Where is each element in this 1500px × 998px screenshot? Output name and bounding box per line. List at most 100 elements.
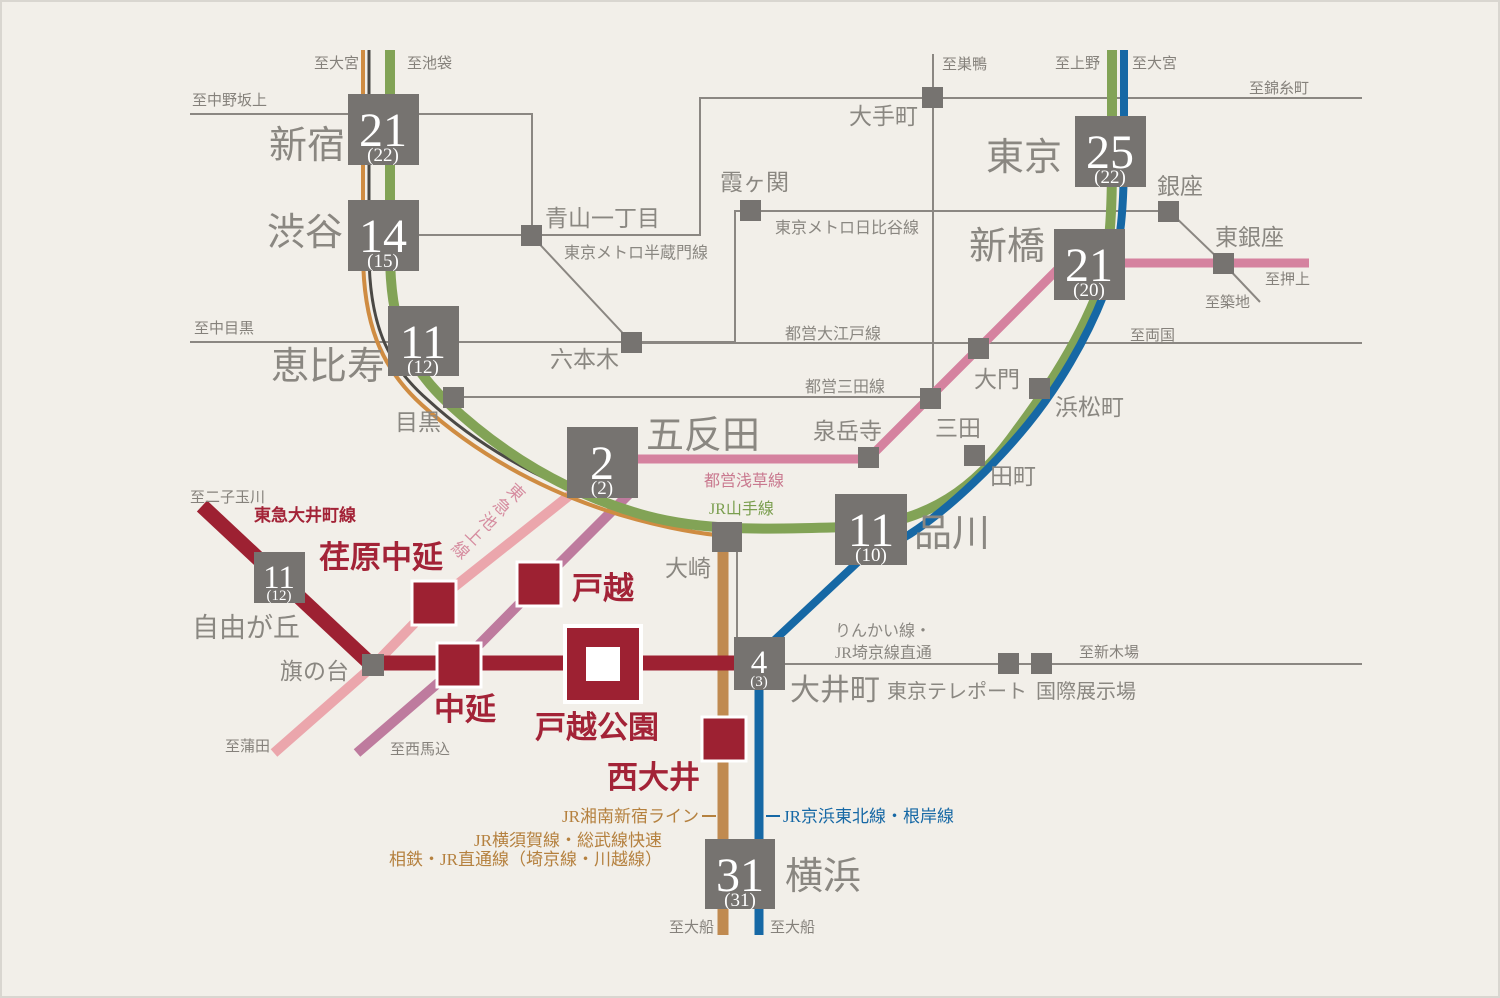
jiyugaoka-label: 自由が丘	[192, 613, 300, 643]
tamachi-square	[964, 445, 985, 466]
sotetsu-jr-label: 相鉄・JR直通線（埼京線・川越線）	[389, 850, 662, 869]
togoshi-koen-square-center	[586, 647, 620, 681]
dir-ofuna-right: 至大船	[770, 919, 815, 936]
hatanodai-label: 旗の台	[280, 659, 349, 684]
badge-shinagawa: 11 (10)	[835, 494, 907, 566]
sengakuji-label: 泉岳寺	[813, 419, 882, 444]
dir-ryogoku: 至両国	[1130, 327, 1175, 344]
dir-kamata: 至蒲田	[225, 738, 270, 755]
hibiya-line-label: 東京メトロ日比谷線	[775, 219, 919, 237]
shimbashi-minutes-alt: (20)	[1073, 280, 1105, 301]
dir-omiya-left: 至大宮	[314, 55, 359, 72]
gotanda-label: 五反田	[646, 415, 760, 457]
shinagawa-label: 品川	[914, 513, 990, 555]
dir-kinshicho: 至錦糸町	[1249, 80, 1309, 97]
rinkai-line-label-2: JR埼京線直通	[835, 644, 932, 662]
asakusa-line-label: 都営浅草線	[704, 472, 784, 490]
dir-omiya-right: 至大宮	[1132, 55, 1177, 72]
badge-yokohama: 31 (31)	[705, 839, 775, 911]
yokohama-minutes: 31	[716, 849, 764, 902]
jr-yokosuka-sobu-label: JR横須賀線・総武線快速	[474, 831, 662, 850]
badge-shinjuku: 21 (22)	[348, 94, 419, 166]
hanzomon-line-path	[417, 97, 1362, 236]
tokyo-label: 東京	[986, 137, 1062, 179]
dir-naka-meguro: 至中目黒	[194, 320, 254, 337]
keihin-tohoku-line-upper-path	[877, 50, 1128, 556]
shinjuku-minutes-alt: (22)	[367, 145, 399, 166]
ebisu-minutes-alt: (12)	[407, 357, 439, 378]
dir-shin-kiba: 至新木場	[1079, 644, 1139, 661]
ebisu-label: 恵比寿	[271, 346, 385, 388]
tokyo-minutes: 25	[1086, 126, 1134, 179]
hatanodai-square	[362, 654, 384, 676]
tokyo-minutes-alt: (22)	[1094, 167, 1126, 188]
kokusai-tenjijo-label: 国際展示場	[1036, 680, 1136, 703]
yokohama-minutes-alt: (31)	[724, 890, 756, 911]
dir-ofuna-left: 至大船	[669, 919, 714, 936]
badge-jiyugaoka: 11 (12)	[254, 552, 305, 604]
tokyo-teleport-label: 東京テレポート	[887, 680, 1027, 703]
roppongi-label: 六本木	[550, 347, 619, 372]
jiyugaoka-minutes-alt: (12)	[267, 588, 292, 604]
hanzomon-line-label: 東京メトロ半蔵門線	[564, 244, 708, 262]
mita-square	[920, 388, 941, 409]
shimbashi-label: 新橋	[969, 226, 1045, 268]
jr-shonan-shinjuku-label: JR湘南新宿ライン	[562, 807, 699, 826]
dir-ikebukuro: 至池袋	[407, 55, 452, 72]
daimon-label: 大門	[974, 367, 1020, 392]
ginza-square	[1158, 201, 1179, 222]
hamamatsucho-label: 浜松町	[1055, 395, 1124, 420]
dir-tsukiji: 至築地	[1205, 293, 1250, 311]
dir-futako-tamagawa: 至二子玉川	[190, 489, 265, 506]
oimachi-line-label: 東急大井町線	[254, 505, 356, 525]
aoyama-itchome-label: 青山一丁目	[545, 206, 660, 231]
togoshi-koen-home-station	[563, 624, 643, 704]
nakanobu-label: 中延	[434, 692, 497, 727]
oedo-line-label: 都営大江戸線	[785, 325, 881, 343]
badge-shimbashi: 21 (20)	[1054, 229, 1125, 301]
badge-ebisu: 11 (12)	[388, 306, 459, 378]
gotanda-minutes: 2	[590, 437, 614, 490]
dir-nishi-magome: 至西馬込	[390, 741, 450, 758]
hamamatsucho-square	[1029, 378, 1050, 399]
dir-ueno: 至上野	[1055, 55, 1100, 72]
badge-gotanda: 2 (2)	[567, 427, 638, 499]
dir-oshiage: 至押上	[1265, 271, 1310, 288]
ebisu-minutes: 11	[400, 316, 446, 369]
mita-label: 三田	[935, 416, 981, 441]
keihin-tohoku-line-diag-path	[762, 557, 863, 652]
jiyugaoka-minutes: 11	[263, 560, 295, 596]
daimon-square	[968, 338, 989, 359]
otemachi-square	[922, 87, 943, 108]
kasumigaseki-square	[740, 200, 761, 221]
tokyo-teleport-square	[998, 653, 1019, 674]
asakusa-line-north-path	[637, 258, 1309, 464]
togoshi-label: 戸越	[572, 571, 635, 606]
gotanda-minutes-alt: (2)	[591, 478, 613, 499]
nishi-oi-label: 西大井	[607, 760, 700, 795]
shinagawa-minutes-alt: (10)	[855, 545, 887, 566]
shinagawa-minutes: 11	[848, 504, 894, 557]
shinjuku-label: 新宿	[269, 125, 345, 167]
shonan-shinjuku-thin-path	[361, 50, 717, 537]
ikegami-line-path	[270, 483, 584, 757]
osaki-square	[712, 522, 742, 552]
higashi-ginza-square	[1213, 253, 1234, 274]
oimachi-minutes-alt: (3)	[750, 674, 768, 690]
badge-oimachi: 4 (3)	[734, 637, 785, 690]
badge-shibuya: 14 (15)	[348, 200, 419, 272]
shibuya-minutes: 14	[359, 210, 407, 263]
shinjuku-minutes: 21	[359, 104, 407, 157]
badge-tokyo: 25 (22)	[1075, 116, 1146, 188]
meguro-square	[443, 387, 464, 408]
dir-nakano-sakaue: 至中野坂上	[192, 92, 267, 109]
shimbashi-minutes: 21	[1065, 239, 1113, 292]
asakusa-line-south-path	[353, 489, 634, 757]
togoshi-koen-label: 戸越公園	[535, 710, 659, 745]
kasumigaseki-label: 霞ヶ関	[720, 170, 789, 195]
tokyu-squares	[410, 560, 748, 763]
aoyama-itchome-square	[521, 225, 542, 246]
oimachi-label: 大井町	[790, 674, 880, 707]
ginza-label: 銀座	[1157, 174, 1203, 199]
